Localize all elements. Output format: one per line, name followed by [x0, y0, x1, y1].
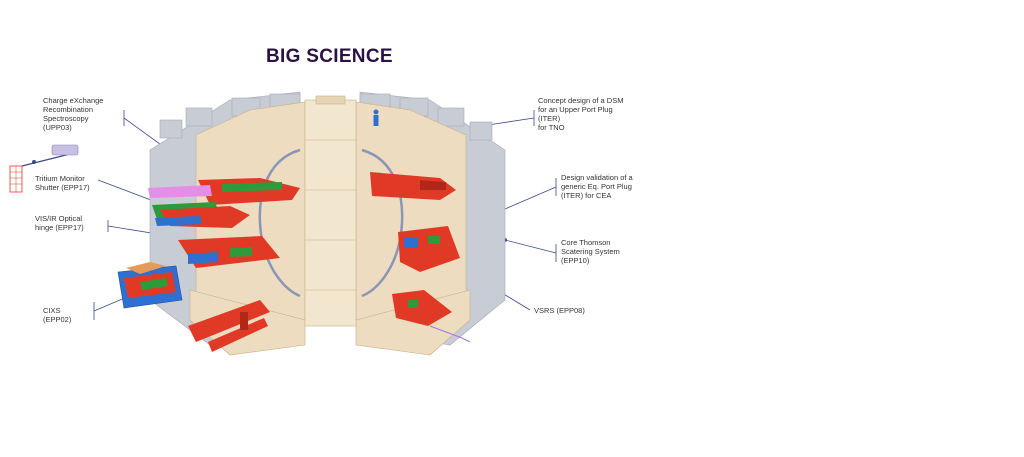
- label-eq-port: Design validation of a generic Eq. Port …: [561, 173, 633, 200]
- label-dsm: Concept design of a DSM for an Upper Por…: [538, 96, 624, 132]
- leader-dsm: [487, 117, 535, 126]
- page-title: BIG SCIENCE: [266, 46, 393, 67]
- port-plug-epp02: [117, 262, 183, 309]
- port-plug-epp10: [398, 226, 460, 272]
- label-epp08: VSRS (EPP08): [534, 306, 585, 315]
- leader-eq-port: [497, 186, 557, 213]
- label-epp17-hinge: VIS/IR Optical hinge (EPP17): [35, 214, 84, 232]
- tritium-monitor-icon: [9, 144, 79, 193]
- label-epp10: Core Thomson Scatering System (EPP10): [561, 238, 620, 265]
- port-plug-epp17: [152, 202, 250, 228]
- port-plug-dsm: [370, 172, 456, 200]
- port-plug-upp03: [148, 178, 300, 205]
- label-epp17-shutter: Tritium Monitor Shutter (EPP17): [35, 174, 90, 192]
- port-plug-lower-left: [188, 300, 270, 352]
- person-figure: [373, 109, 379, 126]
- central-solenoid: [304, 95, 357, 327]
- port-plug-epp11: [178, 236, 280, 268]
- label-upp03: Charge eXchange Recombination Spectrosco…: [43, 96, 104, 132]
- leader-epp10: [504, 239, 557, 254]
- port-plug-epp08: [392, 290, 471, 343]
- label-epp02: CIXS (EPP02): [43, 306, 72, 324]
